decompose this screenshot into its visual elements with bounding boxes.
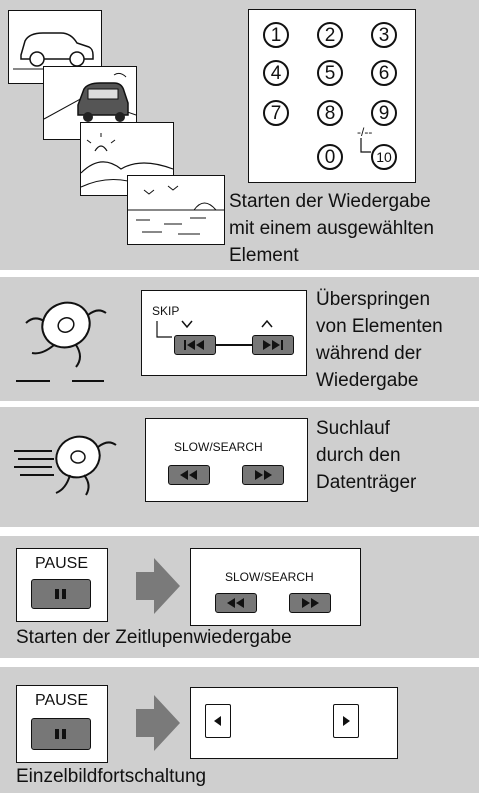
key-7-button[interactable]: 7 [263, 100, 289, 126]
key-6-button[interactable]: 6 [371, 60, 397, 86]
key-10-button[interactable]: 10 [371, 144, 397, 170]
section-search: SLOW/SEARCH Suchlauf durch den Datenträg… [0, 407, 479, 527]
key-8-button[interactable]: 8 [317, 100, 343, 126]
search-button-panel: SLOW/SEARCH [145, 418, 308, 502]
arrow-right-icon [136, 695, 180, 751]
slow-forward-button[interactable] [289, 593, 331, 613]
caption-line-2: durch den [316, 445, 401, 466]
fast-forward-icon [302, 598, 319, 608]
section-direct-selection: 1 2 3 4 5 6 7 8 9 -/-- 0 10 Starten der … [0, 0, 479, 270]
section-slow-motion: PAUSE SLOW/SEARCH Starten der Zeitlupenw… [0, 536, 479, 658]
pause-icon [55, 589, 66, 599]
skip-next-icon [263, 340, 283, 350]
slow-motion-caption: Starten der Zeitlupenwiedergabe [16, 627, 292, 648]
caption-line-4: Wiedergabe [316, 370, 419, 391]
skip-label: SKIP [152, 304, 180, 318]
caption-line-1: Starten der Wiedergabe [229, 191, 431, 212]
caption-line-1: Suchlauf [316, 418, 390, 439]
caption-line-1: Überspringen [316, 289, 431, 310]
skip-back-button[interactable] [174, 335, 216, 355]
section-frame-advance: PAUSE Einzelbildfortschaltung [0, 667, 479, 793]
key-3-button[interactable]: 3 [371, 22, 397, 48]
triangle-right-icon [343, 716, 350, 726]
fast-forward-icon [255, 470, 272, 480]
caption-line-3: Element [229, 245, 299, 266]
caption-line-3: während der [316, 343, 422, 364]
pause-button-panel: PAUSE [16, 548, 108, 622]
search-rewind-button[interactable] [168, 465, 210, 485]
dash-dash-label: -/-- [357, 125, 373, 139]
pause-icon [55, 729, 66, 739]
key-1-button[interactable]: 1 [263, 22, 289, 48]
running-disc-speed-icon [14, 435, 117, 496]
slow-rewind-button[interactable] [215, 593, 257, 613]
numeric-keypad: 1 2 3 4 5 6 7 8 9 -/-- 0 10 [248, 9, 416, 183]
key-9-button[interactable]: 9 [371, 100, 397, 126]
caption-line-2: mit einem ausgewählten [229, 218, 434, 239]
frame-back-button[interactable] [205, 704, 231, 738]
key-4-button[interactable]: 4 [263, 60, 289, 86]
key-2-button[interactable]: 2 [317, 22, 343, 48]
slow-search-label: SLOW/SEARCH [225, 570, 314, 584]
slow-search-label: SLOW/SEARCH [174, 440, 263, 454]
key-5-button[interactable]: 5 [317, 60, 343, 86]
slow-search-button-panel: SLOW/SEARCH [190, 548, 361, 626]
pause-label: PAUSE [34, 555, 89, 572]
arrow-right-icon [136, 558, 180, 614]
pause-button-panel: PAUSE [16, 685, 108, 763]
rewind-icon [180, 470, 197, 480]
section-skip: SKIP Überspringen von Elementen während … [0, 277, 479, 401]
key-0-button[interactable]: 0 [317, 144, 343, 170]
frame-step-button-panel [190, 687, 398, 759]
skip-previous-icon [184, 340, 204, 350]
skip-forward-button[interactable] [252, 335, 294, 355]
rewind-icon [227, 598, 244, 608]
skip-connector-icon [156, 319, 273, 338]
running-disc-mascot-icon [16, 301, 107, 382]
pause-button[interactable] [31, 718, 91, 750]
pause-label: PAUSE [34, 692, 89, 709]
pause-button[interactable] [31, 579, 91, 609]
frame-advance-caption: Einzelbildfortschaltung [16, 766, 207, 787]
caption-line-3: Datenträger [316, 472, 417, 493]
search-forward-button[interactable] [242, 465, 284, 485]
caption-line-2: von Elementen [316, 316, 443, 337]
picture-sea-icon [127, 175, 225, 245]
frame-forward-button[interactable] [333, 704, 359, 738]
connector-line [216, 344, 252, 346]
skip-button-panel: SKIP [141, 290, 307, 376]
bracket-connector-icon [360, 138, 371, 153]
triangle-left-icon [214, 716, 221, 726]
